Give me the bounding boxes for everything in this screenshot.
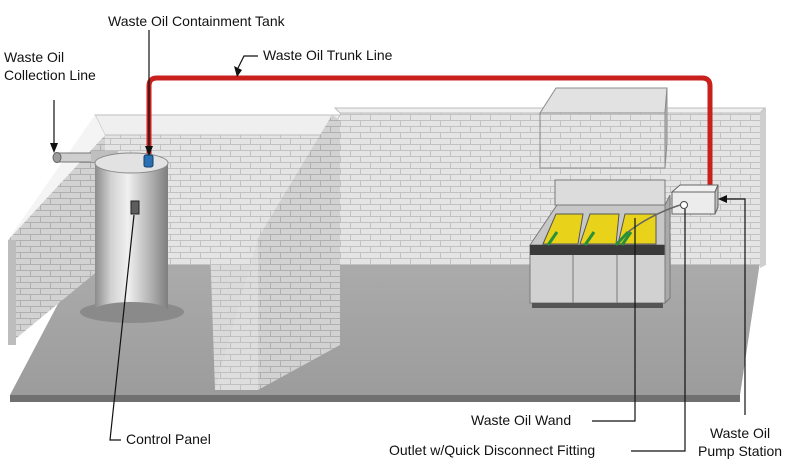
label-wand: Waste Oil Wand bbox=[471, 412, 572, 428]
leader-control-panel bbox=[109, 214, 135, 441]
fryer-control-strip bbox=[530, 245, 665, 255]
label-outlet: Outlet w/Quick Disconnect Fitting bbox=[389, 442, 596, 458]
arrowhead-trunk-line bbox=[234, 66, 242, 77]
left-wall bbox=[8, 135, 105, 345]
leader-pump-station bbox=[722, 198, 746, 415]
label-pump-station: Waste Oil Pump Station bbox=[698, 424, 782, 460]
fryer-side bbox=[664, 194, 671, 305]
waste-oil-wand-tip bbox=[614, 230, 630, 247]
label-control-panel: Control Panel bbox=[126, 431, 211, 447]
label-containment-tank: Waste Oil Containment Tank bbox=[108, 13, 285, 29]
basket-handle bbox=[583, 231, 596, 246]
left-wall-end bbox=[8, 240, 16, 345]
hood-front bbox=[539, 112, 666, 169]
partition-shadow bbox=[210, 240, 258, 390]
hood-side bbox=[664, 87, 668, 169]
pump-station-top bbox=[670, 184, 719, 193]
basket-handle bbox=[546, 231, 559, 246]
hood-top bbox=[539, 87, 668, 114]
label-collection-line: Waste Oil Collection Line bbox=[4, 48, 96, 84]
right-wall-end bbox=[760, 108, 766, 268]
label-pump-station-2: Pump Station bbox=[698, 443, 783, 459]
fryer-backsplash bbox=[554, 179, 666, 206]
label-pump-station-1: Waste Oil bbox=[709, 425, 771, 441]
fryer-base bbox=[532, 303, 663, 308]
pump-station-box bbox=[671, 191, 716, 215]
collection-line-end bbox=[52, 152, 62, 163]
quick-disconnect-outlet bbox=[680, 201, 688, 209]
tank-valve bbox=[143, 154, 154, 168]
arrowhead-pump-station bbox=[718, 195, 727, 203]
label-collection-line-1: Waste Oil bbox=[4, 49, 65, 65]
back-wall-top-left bbox=[94, 114, 341, 136]
arrow-trunk-line bbox=[237, 55, 258, 69]
tank-bottom bbox=[95, 302, 168, 318]
left-wall-top bbox=[8, 115, 105, 240]
arrowhead-collection-line bbox=[50, 143, 58, 153]
tank-control-panel bbox=[130, 200, 140, 215]
leader-outlet bbox=[631, 209, 686, 452]
fryer-vat-3 bbox=[617, 213, 657, 245]
arrowhead-containment-tank bbox=[145, 146, 153, 156]
leader-wand bbox=[592, 218, 636, 422]
floor-front-edge bbox=[10, 395, 740, 402]
label-collection-line-2: Collection Line bbox=[4, 67, 96, 83]
partition-wall bbox=[258, 115, 340, 390]
tank-lid bbox=[94, 152, 169, 174]
label-trunk-line: Waste Oil Trunk Line bbox=[263, 47, 393, 63]
basket-handle bbox=[620, 231, 633, 246]
pump-station-side bbox=[714, 184, 719, 215]
waste-oil-wand bbox=[627, 204, 681, 233]
